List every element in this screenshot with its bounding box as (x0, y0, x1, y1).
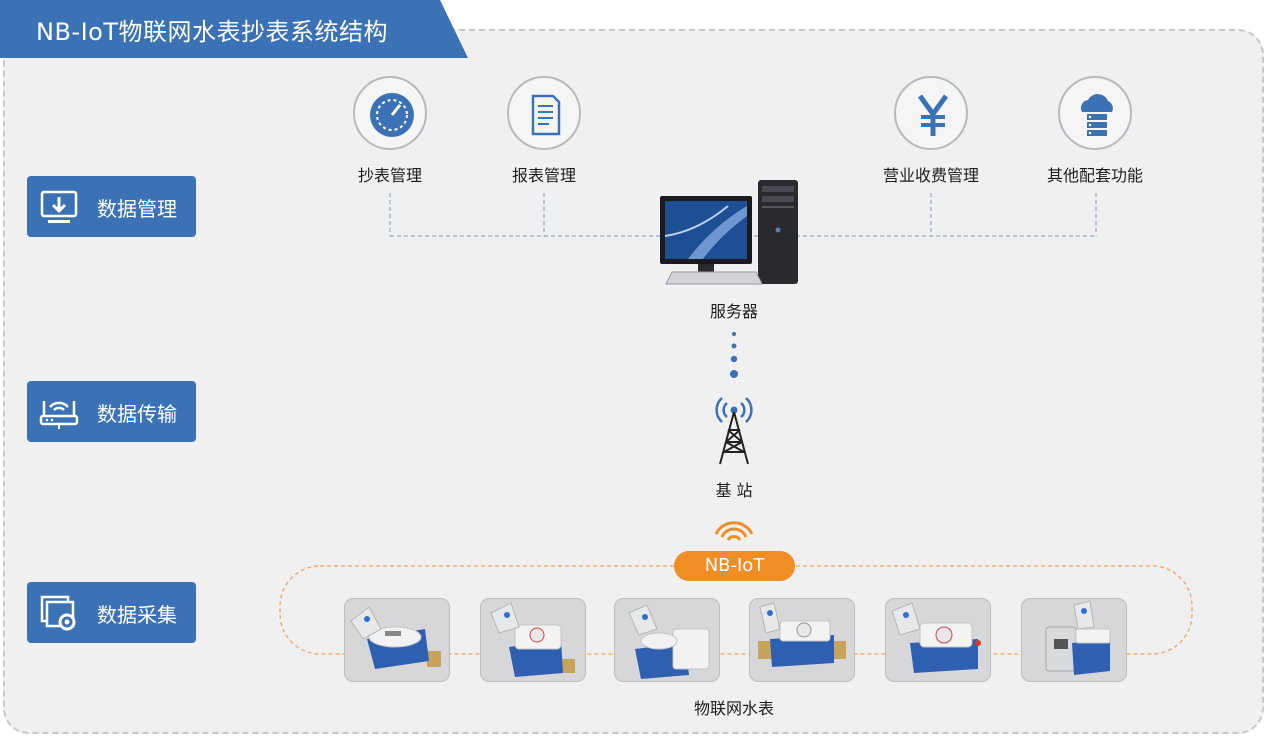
water-meter (480, 598, 586, 682)
function-label: 报表管理 (511, 166, 576, 185)
gauge-icon (370, 93, 414, 137)
gear-window-icon (40, 595, 76, 631)
meters-label: 物联网水表 (693, 699, 774, 718)
water-meter-icon (891, 602, 981, 673)
layer-label: 数据采集 (97, 603, 177, 627)
layer-data-transmission: 数据传输 (27, 381, 196, 442)
function-billing-management: 营业收费管理 (861, 76, 1001, 186)
water-meter-icon (490, 602, 575, 677)
document-icon (531, 94, 561, 136)
page-title: NB-IoT物联网水表抄表系统结构 (36, 18, 388, 46)
water-meter (749, 598, 855, 682)
layer-data-management: 数据管理 (27, 176, 196, 237)
tower-icon (715, 397, 753, 465)
cloud-server-icon (1080, 94, 1113, 136)
water-meter (885, 598, 991, 682)
function-label: 抄表管理 (357, 166, 422, 185)
water-meter-icon (1045, 600, 1111, 675)
function-other-features: 其他配套功能 (1025, 76, 1165, 186)
water-meter-icon (758, 602, 846, 667)
base-station-label: 基 站 (715, 481, 753, 500)
water-meter (1021, 598, 1127, 682)
function-meter-reading: 抄表管理 (320, 76, 460, 186)
function-label: 营业收费管理 (882, 166, 979, 185)
function-label: 其他配套功能 (1046, 166, 1143, 185)
nbiot-badge: NB-IoT (674, 551, 795, 581)
server-label: 服务器 (709, 302, 758, 321)
wifi-signal-icon (714, 521, 754, 541)
layer-label: 数据传输 (97, 402, 177, 426)
monitor-download-icon (40, 190, 78, 223)
water-meter (614, 598, 720, 682)
water-meter-icon (628, 604, 710, 679)
computer-icon (660, 180, 798, 285)
title-banner: NB-IoT物联网水表抄表系统结构 (0, 0, 470, 58)
layer-label: 数据管理 (97, 197, 177, 221)
yen-icon (917, 94, 949, 136)
router-icon (39, 401, 79, 429)
water-meter-icon (350, 606, 441, 669)
water-meter (344, 598, 450, 682)
layer-data-collection: 数据采集 (27, 582, 196, 643)
function-report-management: 报表管理 (474, 76, 614, 186)
